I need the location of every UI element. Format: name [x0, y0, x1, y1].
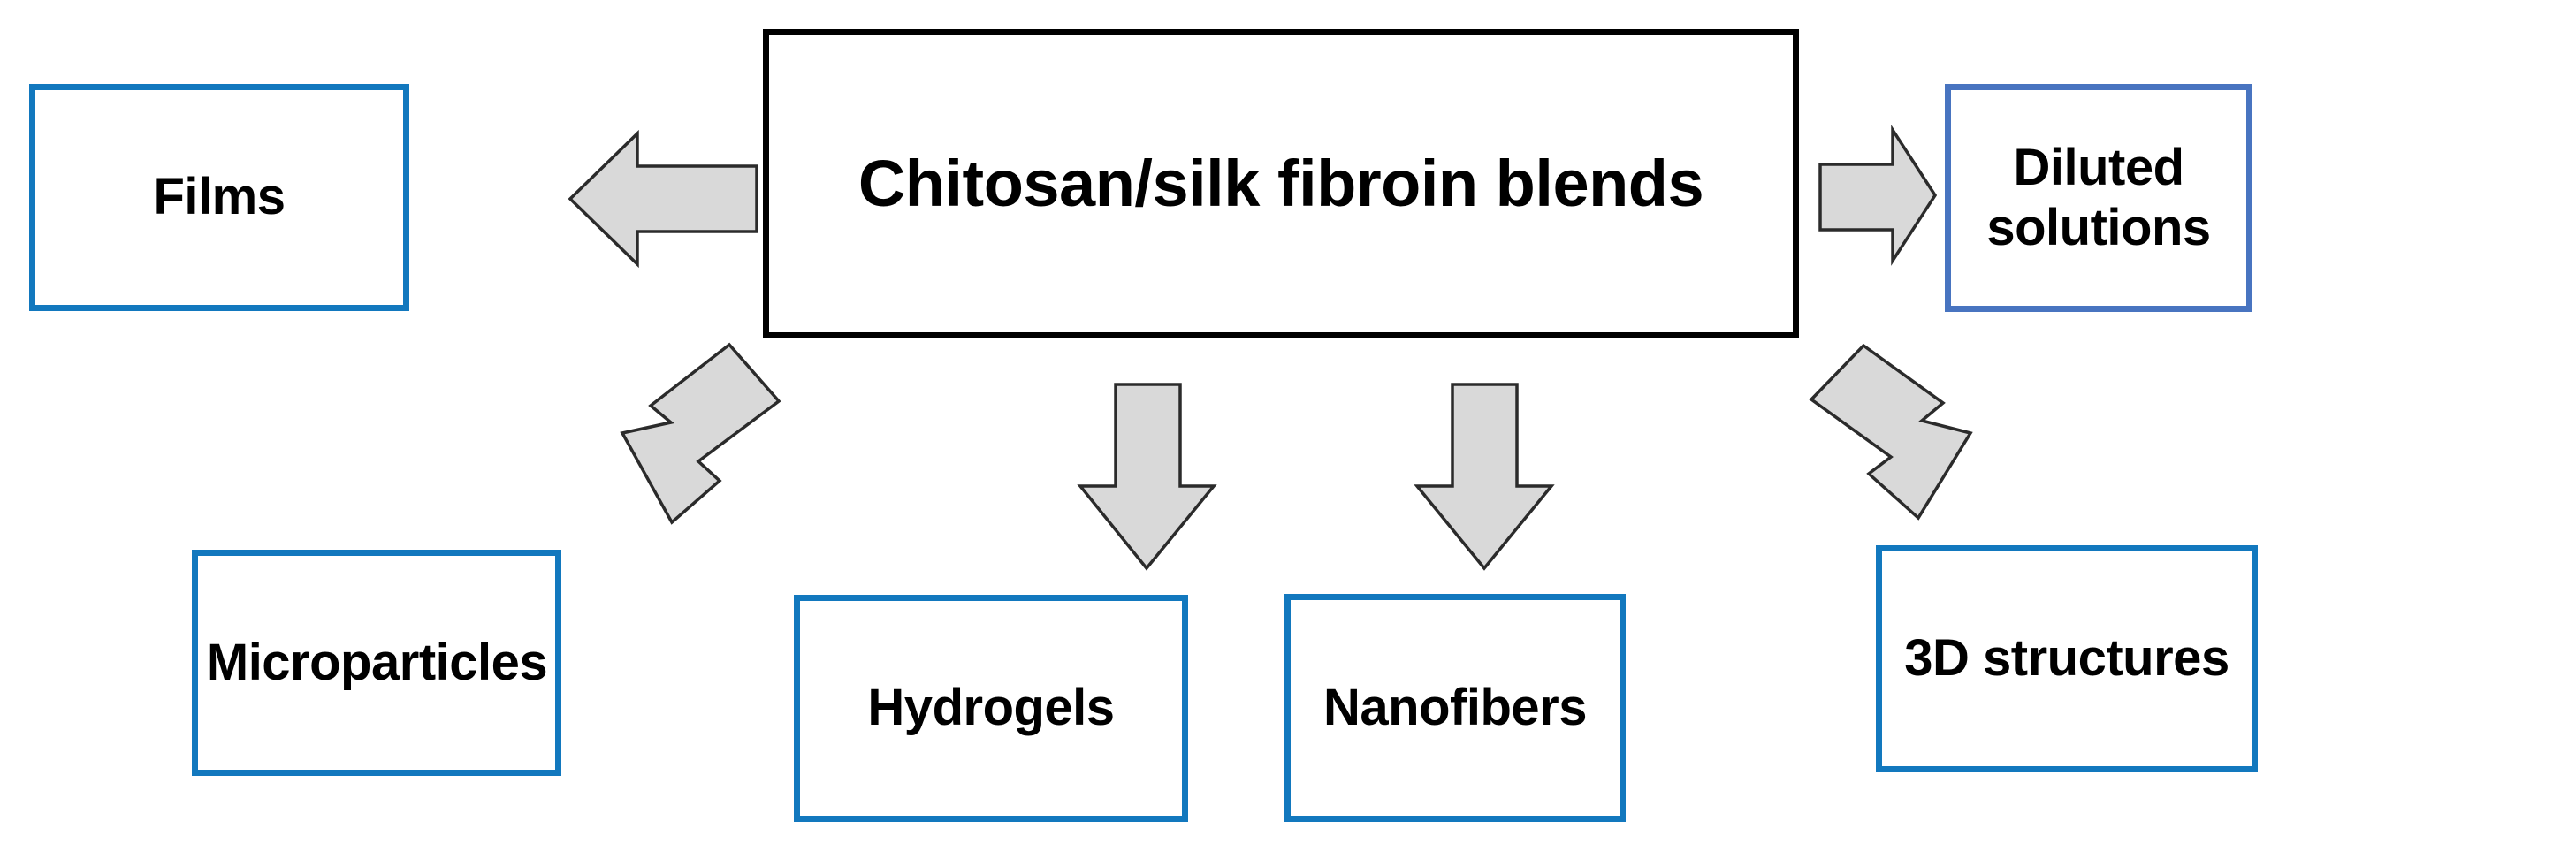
node-hydrogels: Hydrogels: [794, 595, 1188, 822]
node-microparticles: Microparticles: [192, 550, 561, 776]
node-diluted-solutions: Diluted solutions: [1945, 84, 2252, 312]
arrow-to-hydrogels-icon: [1077, 383, 1217, 571]
node-hydrogels-label: Hydrogels: [867, 679, 1115, 737]
arrow-to-diluted-solutions-icon: [1818, 125, 1938, 266]
node-films-label: Films: [153, 168, 286, 226]
central-node-chitosan-silk-fibroin-blends: Chitosan/silk fibroin blends: [763, 29, 1799, 338]
node-3d-structures: 3D structures: [1876, 545, 2258, 772]
node-microparticles-label: Microparticles: [205, 633, 548, 691]
central-node-label: Chitosan/silk fibroin blends: [857, 147, 1704, 221]
arrow-to-nanofibers-icon: [1414, 383, 1555, 571]
node-films: Films: [29, 84, 409, 311]
node-nanofibers: Nanofibers: [1284, 594, 1626, 822]
arrow-to-3d-structures-icon: [1809, 343, 1973, 521]
node-3d-structures-label: 3D structures: [1904, 629, 2229, 688]
node-diluted-solutions-label: Diluted solutions: [1986, 138, 2211, 256]
node-nanofibers-label: Nanofibers: [1323, 678, 1587, 736]
arrow-to-microparticles-icon: [620, 342, 781, 525]
arrow-to-films-icon: [568, 129, 758, 269]
